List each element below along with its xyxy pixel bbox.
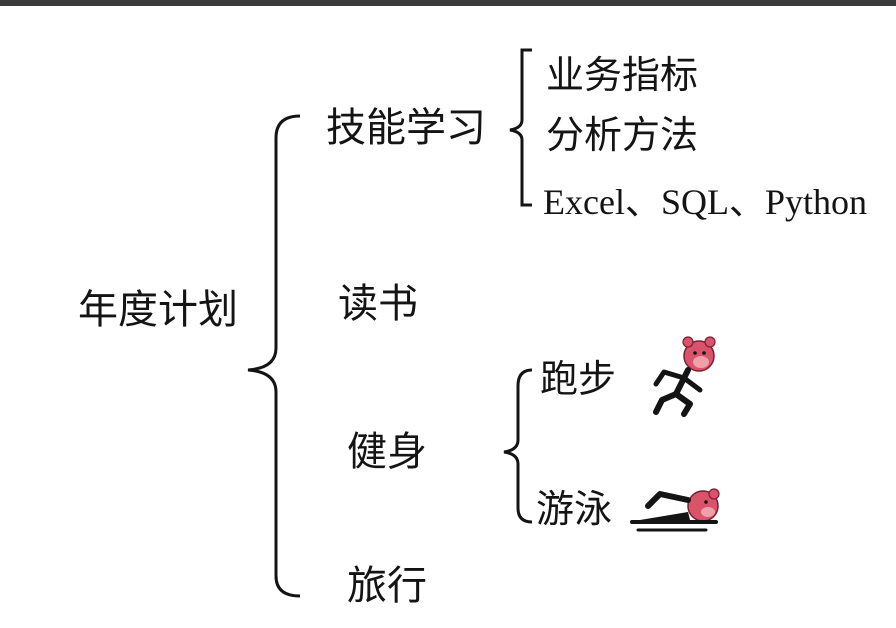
leaf-label-analysis-methods: 分析方法	[546, 113, 699, 157]
branch-label-skill-learning: 技能学习	[326, 105, 486, 151]
running-monkey-icon	[653, 336, 716, 417]
branch-label-travel: 旅行	[347, 563, 427, 609]
fitness-bracket	[503, 368, 533, 524]
swimming-monkey-icon	[630, 488, 720, 532]
leaf-label-running: 跑步	[540, 357, 617, 401]
leaf-label-swimming: 游泳	[536, 487, 613, 531]
skills-bracket	[509, 48, 532, 207]
top-border-strip	[0, 0, 896, 6]
leaf-label-tools: Excel、SQL、Python	[543, 182, 867, 222]
branch-label-reading: 读书	[338, 281, 418, 327]
leaf-label-business-metrics: 业务指标	[546, 53, 699, 97]
root-label-annual-plan: 年度计划	[78, 287, 238, 333]
branch-label-fitness: 健身	[347, 429, 427, 475]
root-bracket	[247, 114, 301, 598]
